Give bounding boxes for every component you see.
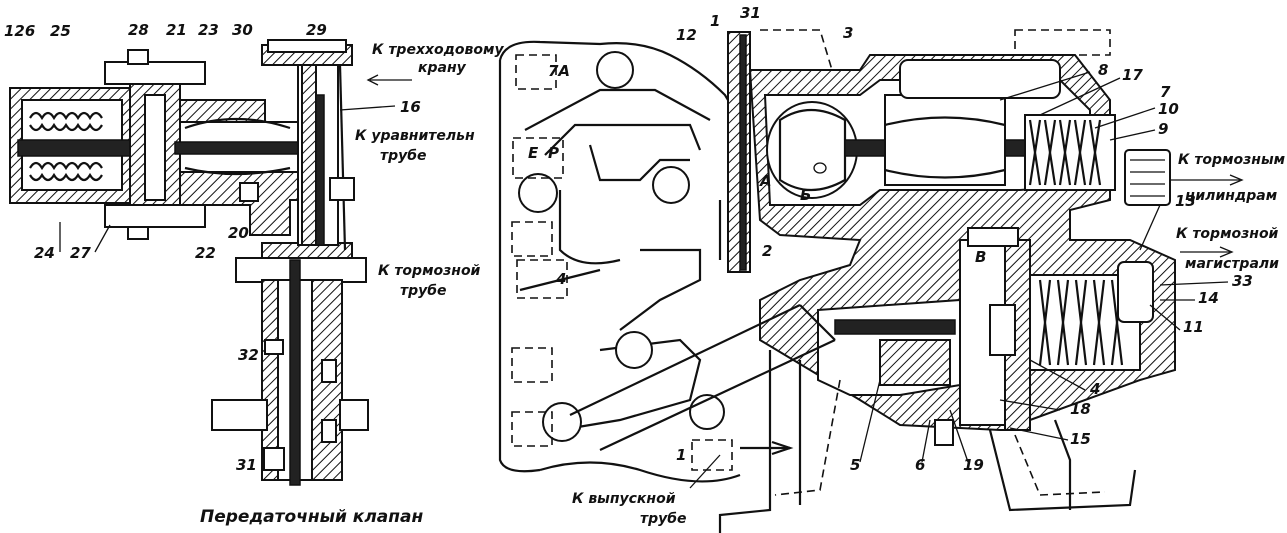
part-9: 9	[1158, 120, 1168, 138]
part-18: 18	[1070, 400, 1091, 418]
label-to-exhaust-line1: К выпускной	[572, 491, 676, 507]
chamber-1: 1	[676, 446, 686, 464]
part-11: 11	[1183, 318, 1204, 336]
part-22: 22	[195, 244, 216, 262]
cylinder-spring	[1024, 114, 1116, 191]
chamber-r: Р	[548, 144, 559, 162]
part-32: 32	[238, 346, 259, 364]
part-20: 20	[228, 224, 249, 242]
port-outlines	[511, 54, 733, 471]
part-1: 1	[710, 12, 720, 30]
label-to-cylinders-line2: цилиндрам	[1185, 188, 1277, 204]
upper-spring	[29, 111, 103, 132]
part-27: 27	[70, 244, 91, 262]
part-33: 33	[1232, 272, 1253, 290]
nozzle	[967, 227, 1019, 247]
part-15: 15	[1070, 430, 1091, 448]
part-30: 30	[232, 21, 253, 39]
chamber-a: А	[759, 172, 772, 190]
lower-valve-body	[211, 257, 369, 486]
bolt-hole	[615, 331, 653, 369]
chamber-v-label: В	[975, 248, 986, 266]
label-to-equalizing-line1: К уравнительн	[355, 128, 475, 144]
label-to-brake-pipe-line1: К тормозной	[378, 263, 481, 279]
part-23: 23	[198, 21, 219, 39]
pipe-bracket-face	[498, 40, 794, 483]
part-31: 31	[740, 4, 761, 22]
part-16: 16	[400, 98, 421, 116]
part-17: 17	[1122, 66, 1143, 84]
chamber-b: Б	[800, 186, 811, 204]
chamber-7a: 7А	[548, 62, 570, 80]
part-6: 6	[915, 456, 925, 474]
part-21: 21	[166, 21, 187, 39]
part-28: 28	[128, 21, 149, 39]
chamber-e: Е	[528, 144, 539, 162]
nozzle	[934, 419, 954, 446]
bolt-hole	[542, 402, 582, 442]
part-10: 10	[1158, 100, 1179, 118]
part-2: 2	[762, 242, 772, 260]
label-to-three-way-line1: К трехходовому	[372, 42, 504, 58]
part-12: 12	[676, 26, 697, 44]
label-to-brake-pipe-line2: трубе	[400, 283, 447, 299]
part-29: 29	[306, 21, 327, 39]
label-to-equalizing-line2: трубе	[380, 148, 427, 164]
part-31-left: 31	[236, 456, 257, 474]
part-24: 24	[34, 244, 55, 262]
transfer-valve-drawing	[9, 39, 369, 486]
label-to-three-way-line2: крану	[418, 60, 467, 76]
part-14: 14	[1198, 289, 1219, 307]
part-4: 4	[1089, 380, 1100, 398]
label-to-brake-line-1: К тормозной	[1176, 226, 1279, 242]
label-to-exhaust-line2: трубе	[640, 511, 687, 527]
bolt-hole	[652, 166, 690, 204]
cylinder-port-cap	[1124, 149, 1171, 206]
part-126: 126	[4, 22, 35, 40]
main-valve-assembly	[569, 29, 1176, 533]
part-8: 8	[1098, 61, 1108, 79]
lower-spring	[29, 161, 103, 182]
part-7: 7	[1160, 83, 1171, 101]
bolt-hole	[596, 51, 634, 89]
part-3: 3	[843, 24, 853, 42]
label-to-cylinders-line1: К тормозным	[1178, 152, 1285, 168]
part-25: 25	[50, 22, 71, 40]
flange-bolts	[104, 49, 206, 240]
chamber-4: 4	[555, 270, 566, 288]
exhaust-passage	[569, 304, 801, 416]
annotations: 126 25 28 21 23 30 29 24 27 22 20 16 32 …	[4, 4, 1285, 527]
part-13: 13	[1175, 192, 1196, 210]
part-5: 5	[850, 456, 860, 474]
bolt-hole	[518, 173, 558, 213]
caption-transfer-valve: Передаточный клапан	[200, 507, 423, 527]
label-to-brake-line-2: магистрали	[1185, 256, 1279, 272]
part-19: 19	[963, 456, 984, 474]
